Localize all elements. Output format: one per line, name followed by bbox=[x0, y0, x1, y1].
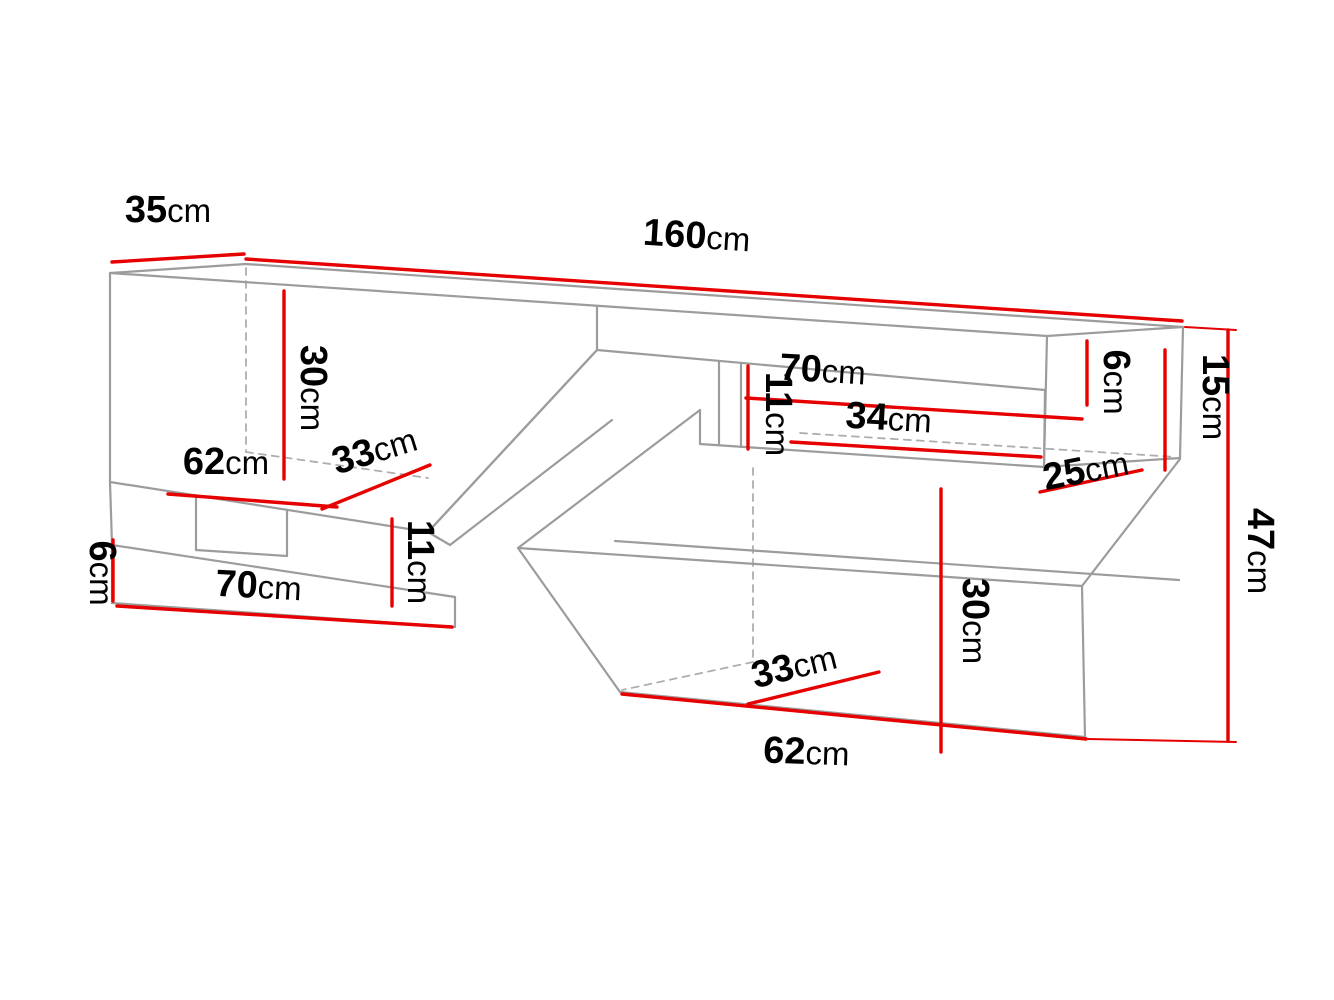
dim-label-upper-niche-width: 70cm bbox=[778, 346, 867, 393]
hidden-edges bbox=[245, 267, 1177, 691]
hidden-edge-back-bottom bbox=[245, 451, 429, 479]
diagonal-edge-lower bbox=[516, 408, 702, 550]
dim-label-lower-cabinet-width: 62cm bbox=[763, 730, 851, 775]
left-cabinet-front-face bbox=[108, 271, 599, 534]
dim-label-upper-niche-height: 11cm bbox=[757, 372, 799, 456]
dim-label-right-upper-height: 15cm bbox=[1194, 354, 1236, 440]
niche-floor-edge bbox=[698, 442, 1046, 469]
lower-cabinet-top-back-edge bbox=[613, 539, 1181, 582]
dim-label-top-panel-thickness: 6cm bbox=[1095, 349, 1137, 414]
dim-label-left-niche-height: 11cm bbox=[399, 520, 441, 604]
dim-line-lower-cabinet-width bbox=[620, 692, 1088, 741]
lower-cabinet-right-side-edge bbox=[1080, 457, 1182, 588]
dim-label-left-niche-width: 70cm bbox=[214, 563, 302, 609]
diagonal-edge-connector bbox=[426, 530, 452, 547]
dimension-lines bbox=[110, 252, 1237, 754]
dim-line-total-width bbox=[244, 257, 1184, 323]
dim-label-plinth-height: 6cm bbox=[81, 540, 123, 605]
dim-label-total-width: 160cm bbox=[642, 212, 752, 261]
top-panel-bottom-edge bbox=[595, 348, 1047, 392]
dim-label-upper-left-height: 30cm bbox=[292, 345, 334, 431]
dim-line-upper-niche-width bbox=[744, 396, 1084, 421]
dim-label-lower-top-depth: 25cm bbox=[1039, 441, 1132, 499]
top-face-outline bbox=[108, 262, 1185, 338]
dim-line-top-depth bbox=[110, 252, 246, 264]
dim-label-top-depth: 35cm bbox=[125, 189, 211, 231]
left-niche-floor-edge bbox=[194, 548, 289, 558]
dim-line-lower-top-depth bbox=[1038, 468, 1144, 494]
niche-right-wall-edge bbox=[1042, 388, 1047, 469]
dim-label-left-opening-width: 62cm bbox=[183, 441, 269, 483]
dim-line-lower-cabinet-depth bbox=[746, 670, 881, 706]
hidden-edge-cabinet-inner-bottom bbox=[621, 661, 754, 691]
dim-label-lower-cabinet-depth: 33cm bbox=[747, 636, 841, 698]
dim-label-lower-cabinet-height: 30cm bbox=[954, 578, 996, 664]
dim-label-left-opening-depth: 33cm bbox=[327, 418, 422, 483]
dim-line-upper-niche-inner-width bbox=[789, 440, 1043, 459]
dim-label-total-height: 47cm bbox=[1239, 508, 1281, 594]
hidden-edge-niche-back bbox=[799, 432, 1177, 458]
dim-line-left-opening-width bbox=[166, 492, 339, 509]
dim-label-upper-niche-inner-width: 34cm bbox=[844, 394, 933, 441]
dimension-labels: 35cm 160cm 30cm 70cm 11cm 34cm 6cm 15cm … bbox=[81, 189, 1281, 775]
lower-cabinet-front-face bbox=[516, 546, 1087, 739]
dim-extension-total-height-top bbox=[1184, 326, 1237, 331]
diagonal-edge-upper bbox=[426, 348, 599, 534]
dim-line-left-opening-depth bbox=[320, 463, 432, 511]
left-edge-connector bbox=[108, 480, 114, 547]
diagonal-edge-middle bbox=[448, 418, 614, 547]
dim-line-left-niche-width bbox=[115, 604, 454, 629]
dim-extension-total-height-bottom bbox=[1087, 738, 1237, 743]
